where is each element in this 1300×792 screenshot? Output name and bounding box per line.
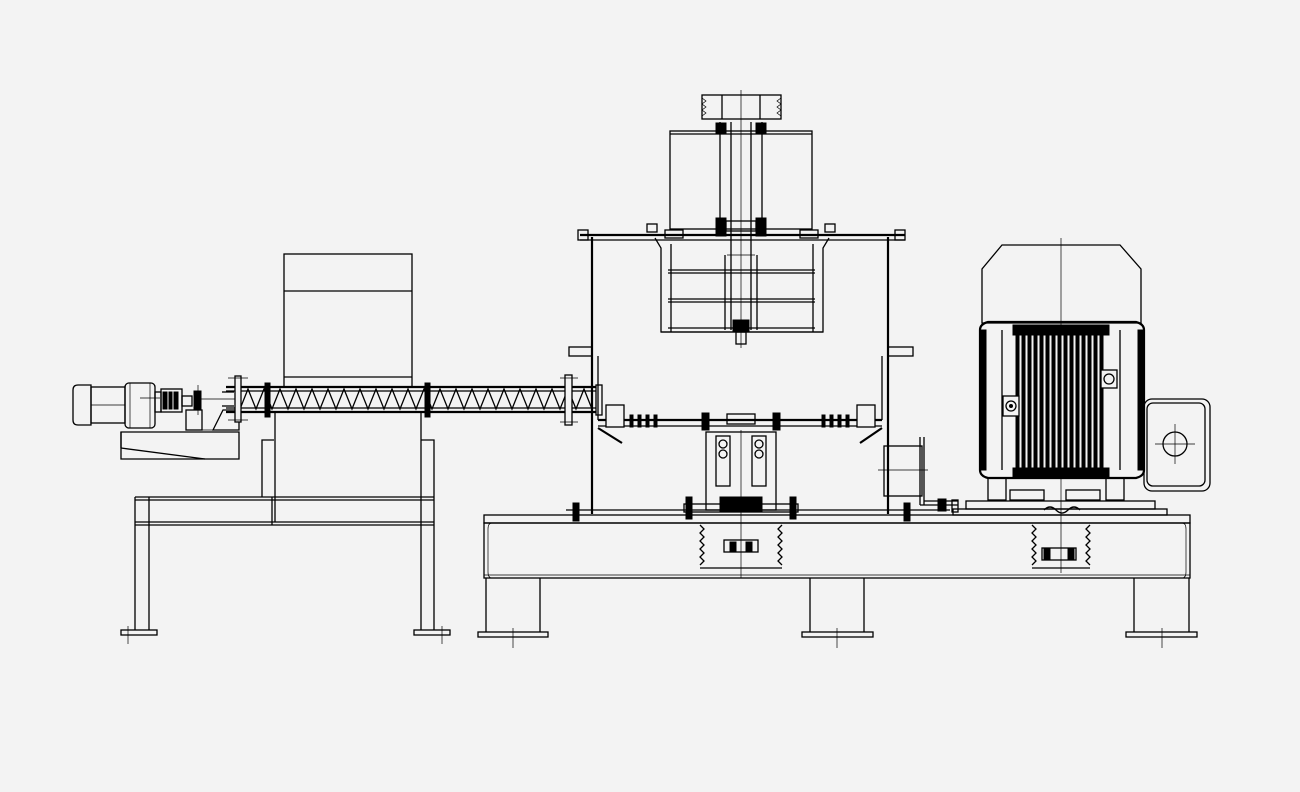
spring-mount-icon <box>699 506 1091 569</box>
feeder-support-frame <box>120 412 451 644</box>
motor-bracket <box>120 409 240 460</box>
electric-motor-icon <box>952 238 1168 573</box>
terminal-box-icon <box>1143 398 1211 492</box>
motor-cooling-fins-icon <box>1015 335 1104 469</box>
mill-chamber-icon <box>568 229 914 514</box>
screw-conveyor-icon <box>200 374 603 426</box>
control-box-icon <box>878 437 959 513</box>
rotor-bearing-housing <box>683 430 799 578</box>
feed-hopper-icon <box>283 253 413 388</box>
classifier-wheel-icon <box>646 90 836 348</box>
gear-motor-icon <box>72 382 202 429</box>
base-frame-icon <box>477 502 1198 648</box>
